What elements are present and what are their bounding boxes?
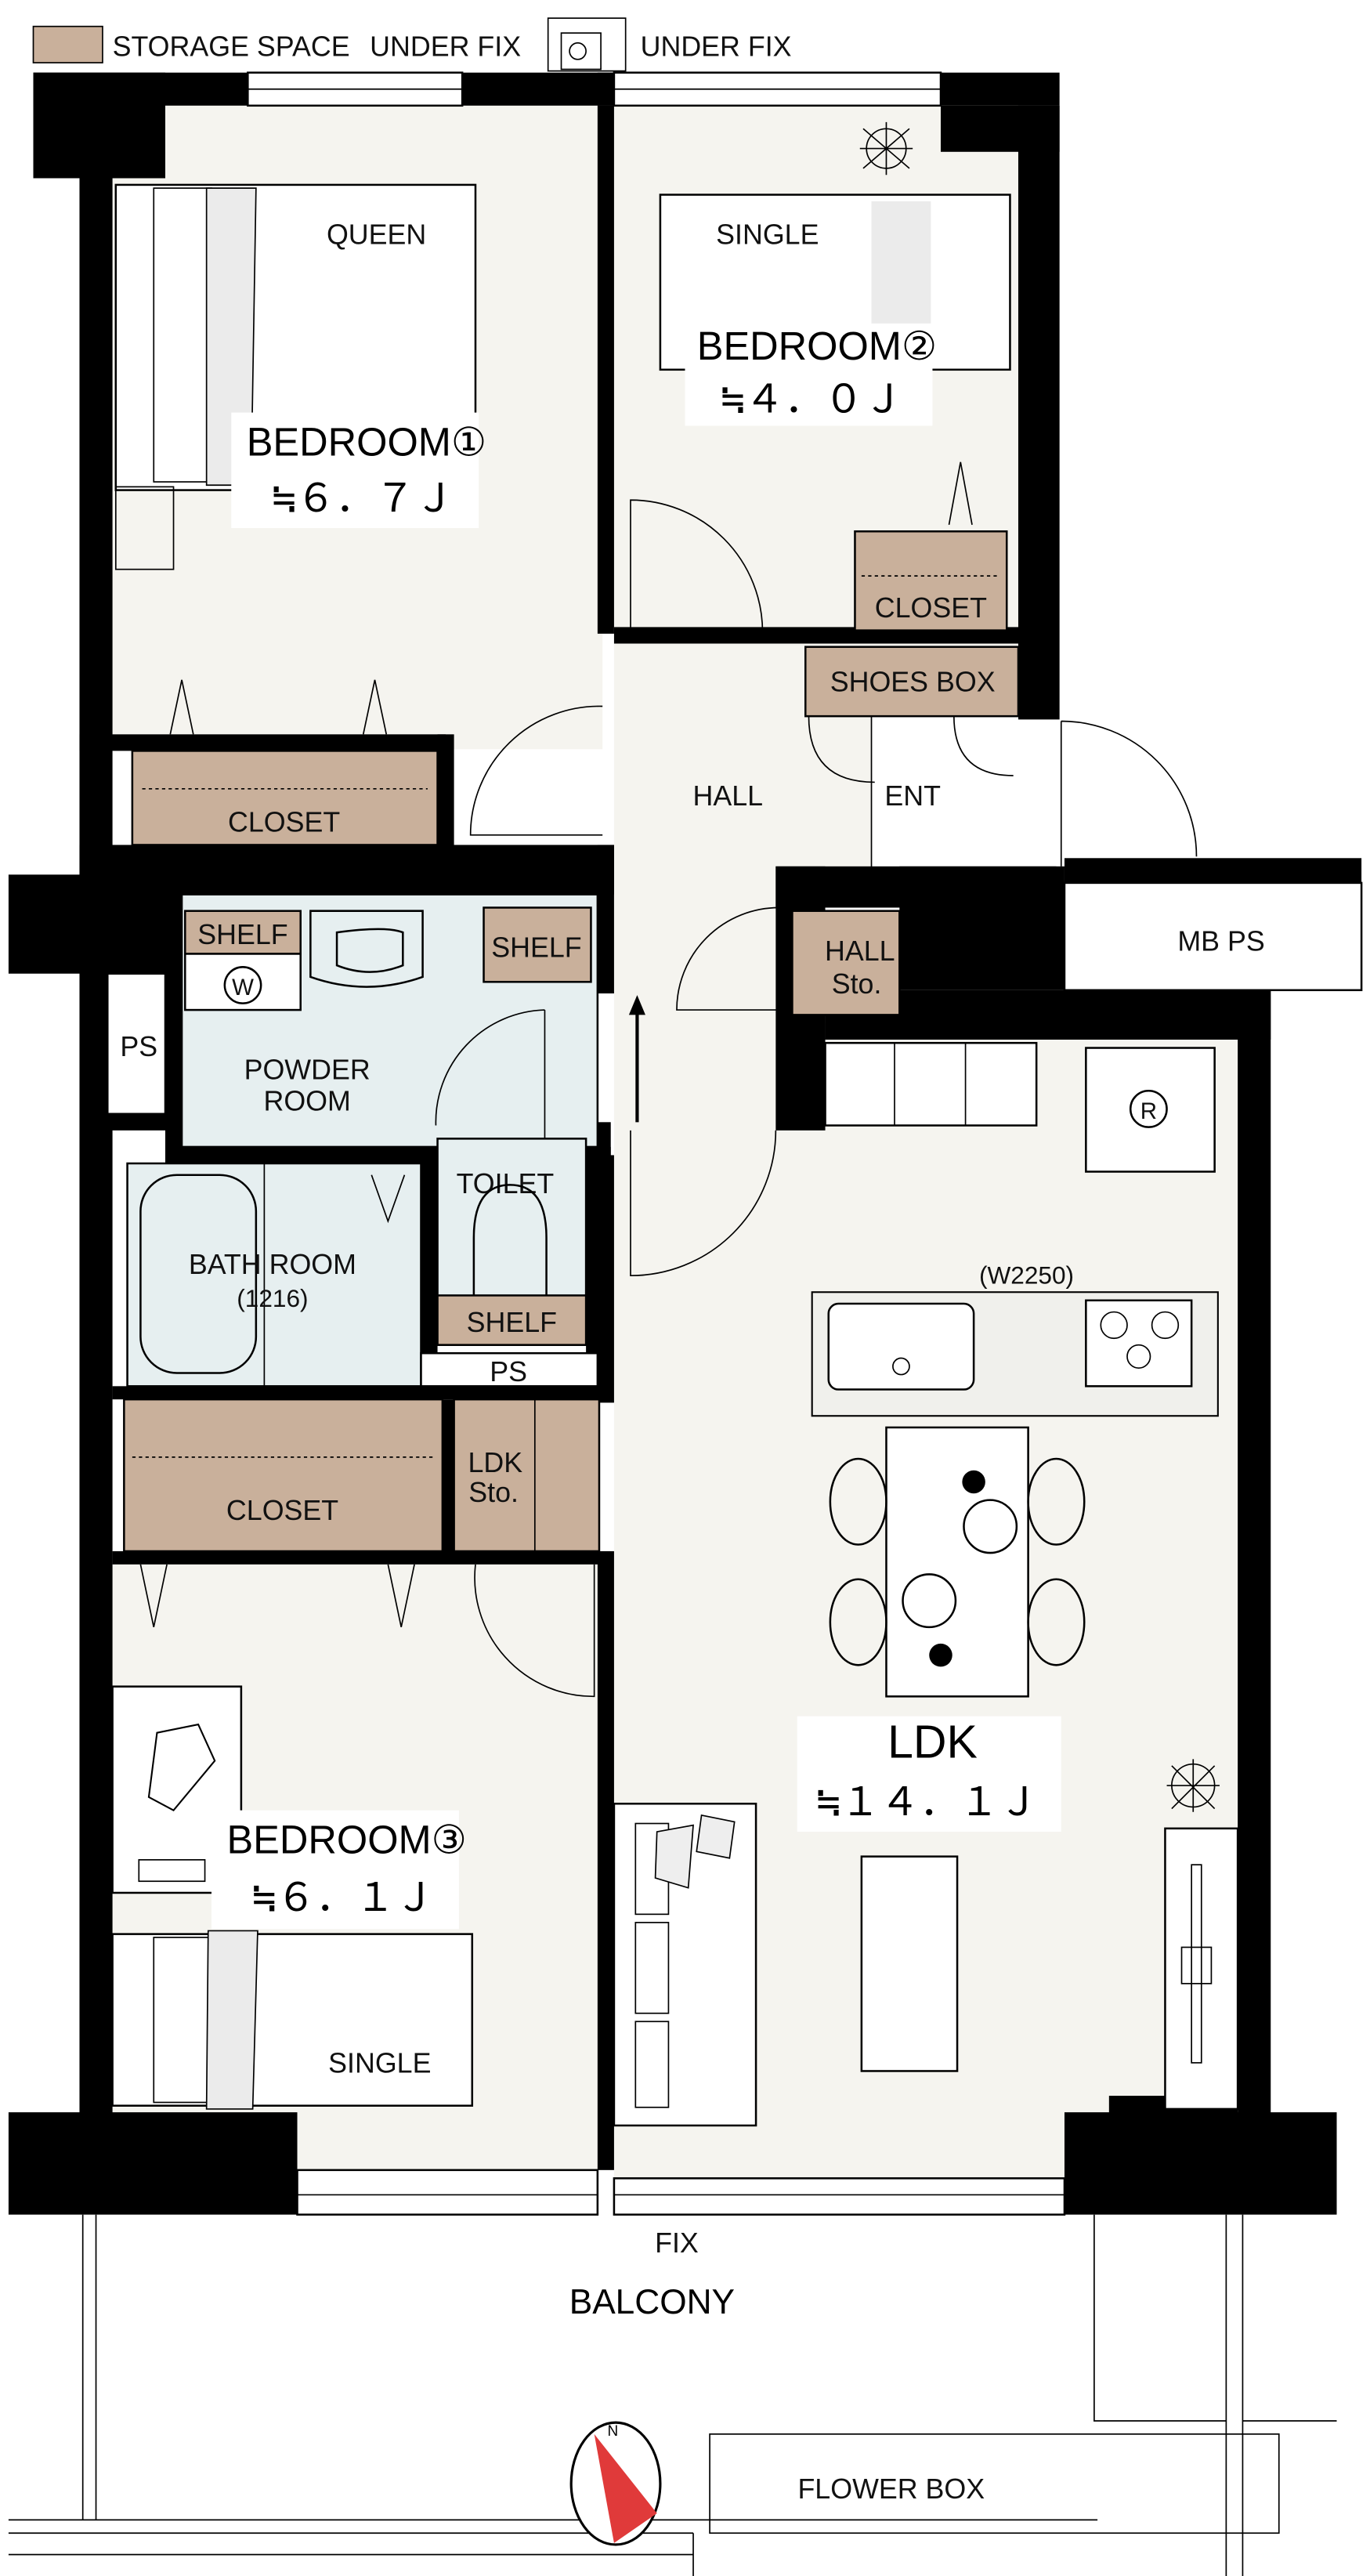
bedroom3-door[interactable] xyxy=(474,1564,595,1698)
washer-space xyxy=(184,953,302,1011)
fix-window-icon xyxy=(547,17,627,72)
ldk-door[interactable] xyxy=(630,1130,777,1277)
bed-size-label: QUEEN xyxy=(327,219,426,251)
room-area: ≒６．１Ｊ xyxy=(252,1874,435,1920)
balcony: FIX BALCONY FLOWER BOX N xyxy=(8,2214,1337,2576)
bath-room xyxy=(126,1162,422,1387)
flower-box-label: FLOWER BOX xyxy=(797,2473,985,2505)
room-area: ≒４．０Ｊ xyxy=(721,376,903,422)
ldk-storage[interactable] xyxy=(453,1398,601,1553)
toilet-icon xyxy=(472,1184,548,1296)
legend-storage-label: STORAGE SPACE xyxy=(113,31,350,63)
shoes-box[interactable] xyxy=(804,646,1020,718)
wet-areas: SHELF W SHELF POWDER ROOM PS BATH ROOM (… xyxy=(107,893,599,1387)
toilet-label: TOILET xyxy=(457,1168,555,1199)
windows[interactable] xyxy=(247,71,1066,2216)
shelf-label: SHELF xyxy=(491,932,581,964)
ps-label: PS xyxy=(120,1031,157,1062)
ldk-sto-label-2: Sto. xyxy=(468,1477,519,1508)
room-area: ≒６．７Ｊ xyxy=(272,475,454,521)
stove-icon xyxy=(1085,1299,1193,1387)
kitchen-width-label: (W2250) xyxy=(979,1261,1074,1290)
ps-label: PS xyxy=(490,1356,527,1387)
room-area: ≒１４．１Ｊ xyxy=(817,1778,1039,1825)
washbasin-icon xyxy=(309,910,424,988)
storage-swatch xyxy=(32,25,103,63)
mb-ps-label: MB PS xyxy=(1177,925,1264,957)
dining-chairs xyxy=(829,1457,1086,1666)
room-name: BEDROOM③ xyxy=(226,1817,467,1861)
washer-icon xyxy=(223,966,262,1004)
fridge xyxy=(1085,1047,1216,1173)
bedroom-1: QUEEN BEDROOM① ≒６．７Ｊ xyxy=(114,183,603,836)
shoes-box-label: SHOES BOX xyxy=(830,667,996,698)
hall-sto-label-2: Sto. xyxy=(832,968,882,1000)
room-name: LDK xyxy=(887,1717,978,1767)
entrance-door[interactable] xyxy=(1060,720,1198,867)
shelf-toilet xyxy=(436,1294,587,1346)
fix-label: FIX xyxy=(655,2227,699,2259)
bed-size-label: SINGLE xyxy=(716,219,819,251)
ps-shaft xyxy=(107,972,167,1116)
balcony-label: BALCONY xyxy=(569,2283,735,2321)
ldk-sto-label: LDK xyxy=(468,1447,522,1478)
rug-icon xyxy=(114,486,175,570)
legend: STORAGE SPACE UNDER FIX UNDER FIX xyxy=(32,17,792,72)
bedroom-2: SINGLE BEDROOM② ≒４．０Ｊ xyxy=(630,121,1011,633)
shelf-powder-right xyxy=(483,906,592,983)
bath-room-label: BATH ROOM xyxy=(189,1249,356,1280)
room-name: BEDROOM① xyxy=(247,419,487,464)
bed-size-label: SINGLE xyxy=(328,2048,431,2079)
legend-under-fix-label: UNDER FIX xyxy=(370,31,521,63)
dining-table xyxy=(885,1426,1029,1698)
closet-bedroom2[interactable] xyxy=(854,530,1008,631)
bedroom2-door[interactable] xyxy=(630,499,764,633)
powder-room-label: POWDER xyxy=(244,1055,371,1086)
shelf-powder-left xyxy=(184,910,302,955)
legend-under-fix-label-2: UNDER FIX xyxy=(641,31,792,63)
bedroom1-door[interactable] xyxy=(469,705,603,836)
powder-room-label-2: ROOM xyxy=(263,1086,350,1117)
flower-box xyxy=(709,2433,1280,2534)
powder-door[interactable] xyxy=(435,1009,546,1151)
hall-storage[interactable] xyxy=(791,910,901,1016)
closet-bedroom1[interactable] xyxy=(131,750,439,846)
bathtub-icon xyxy=(139,1174,258,1374)
hall: HALL ENT MB PS xyxy=(628,715,1363,1277)
hall-storage-door[interactable] xyxy=(676,906,779,1011)
bath-room-size: (1216) xyxy=(237,1284,308,1312)
coffee-table xyxy=(860,1855,959,2072)
closet-label: CLOSET xyxy=(875,592,987,624)
ldk: R (W2250) LDK ≒１４．１Ｊ xyxy=(613,1041,1239,2127)
chair-icon xyxy=(147,1723,216,1811)
hall-sto-label: HALL xyxy=(825,935,895,967)
room-name: BEDROOM② xyxy=(697,324,937,368)
mb-ps xyxy=(1063,881,1363,992)
fridge-label: R xyxy=(1140,1098,1157,1124)
hall-label: HALL xyxy=(692,780,763,812)
washer-label: W xyxy=(232,975,254,1000)
fridge-icon xyxy=(1129,1090,1168,1128)
shelf-label: SHELF xyxy=(467,1307,557,1338)
closet-bedroom3[interactable] xyxy=(123,1398,444,1553)
bedroom-3: BEDROOM③ ≒６．１Ｊ SINGLE xyxy=(111,1564,595,2110)
plant-icon xyxy=(1166,1759,1220,1812)
storage: CLOSET CLOSET SHOES BOX HALL Sto. CLOSET… xyxy=(123,530,1020,1553)
ent-label: ENT xyxy=(884,780,941,812)
kitchen-cabinet xyxy=(824,1041,1038,1127)
plant-icon xyxy=(859,121,913,175)
closet-label: CLOSET xyxy=(226,1495,338,1526)
closet-label: CLOSET xyxy=(228,807,340,838)
ps-shaft-2 xyxy=(420,1351,599,1387)
sink-icon xyxy=(827,1302,975,1391)
shelf-label: SHELF xyxy=(197,919,287,950)
north-label: N xyxy=(608,2423,619,2440)
compass-icon: N xyxy=(569,2421,662,2546)
